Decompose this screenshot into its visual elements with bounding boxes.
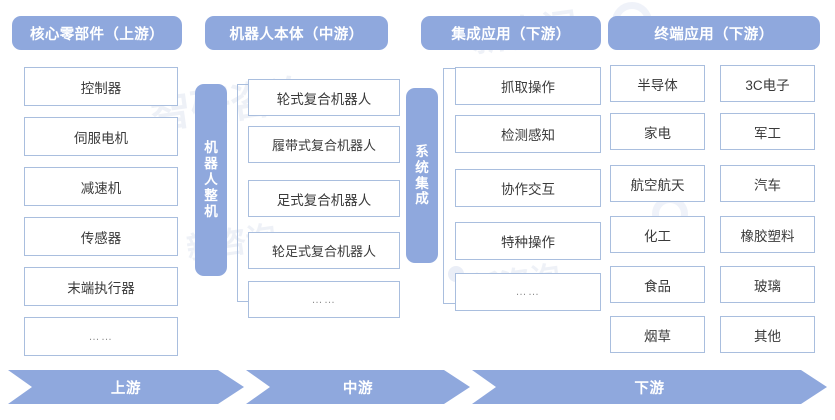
section-header-integration[interactable]: 集成应用（下游） — [421, 16, 601, 50]
item-box-wheeled-composite-robot[interactable]: 轮式复合机器人 — [248, 79, 400, 116]
item-box-controller[interactable]: 控制器 — [24, 67, 178, 106]
item-box-special-operation[interactable]: 特种操作 — [455, 222, 601, 260]
vertical-label-text: 系统集成 — [415, 143, 429, 207]
item-box-reducer[interactable]: 减速机 — [24, 167, 178, 206]
item-box-tobacco[interactable]: 烟草 — [610, 316, 705, 353]
section-header-terminal[interactable]: 终端应用（下游） — [608, 16, 820, 50]
section-header-upstream[interactable]: 核心零部件（上游） — [12, 16, 182, 50]
item-box-aerospace[interactable]: 航空航天 — [610, 165, 705, 202]
item-box-tracked-composite-robot[interactable]: 履带式复合机器人 — [248, 126, 400, 163]
connector-bracket-integration — [443, 68, 455, 304]
item-box-upstream-more[interactable]: …… — [24, 317, 178, 356]
item-box-end-effector[interactable]: 末端执行器 — [24, 267, 178, 306]
flow-segment-upstream[interactable]: 上游 — [8, 370, 244, 404]
item-box-food[interactable]: 食品 — [610, 266, 705, 303]
item-box-military[interactable]: 军工 — [720, 113, 815, 150]
item-box-rubber-plastic[interactable]: 橡胶塑料 — [720, 216, 815, 253]
item-box-sensor[interactable]: 传感器 — [24, 217, 178, 256]
item-box-3c-electronics[interactable]: 3C电子 — [720, 65, 815, 102]
connector-bracket-midstream — [237, 84, 249, 302]
item-box-legged-composite-robot[interactable]: 足式复合机器人 — [248, 180, 400, 217]
item-box-glass[interactable]: 玻璃 — [720, 266, 815, 303]
item-box-integration-more[interactable]: …… — [455, 273, 601, 311]
flow-segment-midstream[interactable]: 中游 — [246, 370, 470, 404]
item-box-semiconductor[interactable]: 半导体 — [610, 65, 705, 102]
vertical-label-robot-whole-machine[interactable]: 机器人整机 — [195, 84, 227, 276]
section-header-midstream[interactable]: 机器人本体（中游） — [205, 16, 388, 50]
vertical-label-system-integration[interactable]: 系统集成 — [406, 88, 438, 263]
item-box-collaborative-interaction[interactable]: 协作交互 — [455, 169, 601, 207]
item-box-midstream-more[interactable]: …… — [248, 281, 400, 318]
item-box-servo-motor[interactable]: 伺服电机 — [24, 117, 178, 156]
item-box-detection-sensing[interactable]: 检测感知 — [455, 115, 601, 153]
item-box-wheel-legged-composite-robot[interactable]: 轮足式复合机器人 — [248, 232, 400, 269]
item-box-chemical[interactable]: 化工 — [610, 216, 705, 253]
item-box-home-appliance[interactable]: 家电 — [610, 113, 705, 150]
item-box-automobile[interactable]: 汽车 — [720, 165, 815, 202]
vertical-label-text: 机器人整机 — [204, 140, 218, 219]
item-box-other[interactable]: 其他 — [720, 316, 815, 353]
item-box-grasping-operation[interactable]: 抓取操作 — [455, 67, 601, 105]
flow-segment-downstream[interactable]: 下游 — [472, 370, 827, 404]
